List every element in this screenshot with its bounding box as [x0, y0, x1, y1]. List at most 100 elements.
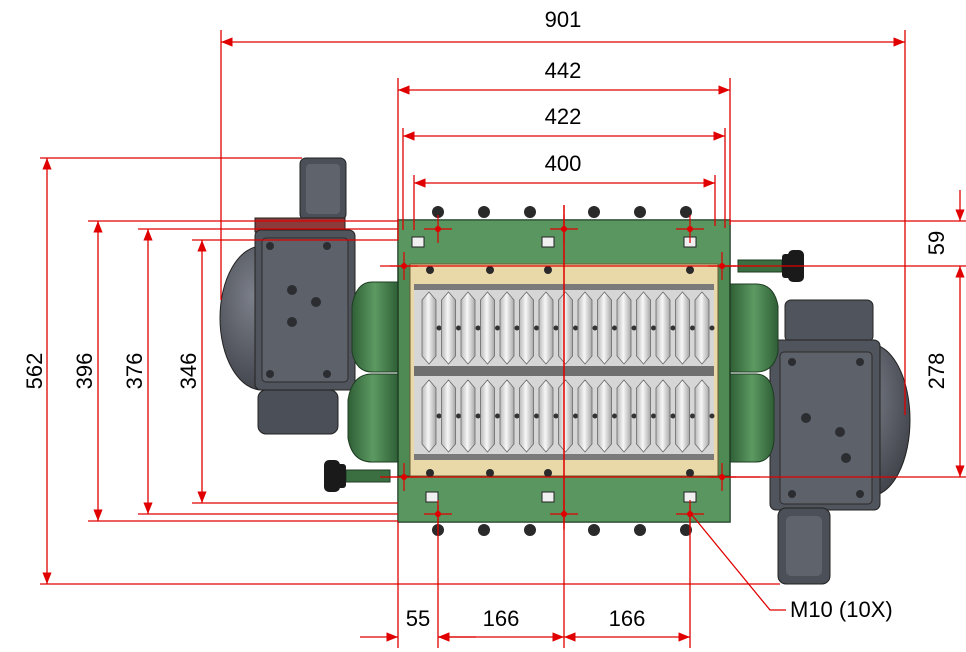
bolt-head	[634, 524, 646, 536]
spacer-dot	[573, 325, 578, 331]
cutter-blade	[460, 379, 476, 453]
dim-inner-width-2: 400	[545, 151, 582, 176]
right-bearings	[729, 283, 779, 463]
spacer-dot	[553, 325, 559, 331]
spacer-dot	[631, 325, 637, 331]
chamber-bolt	[426, 469, 434, 477]
bolt-head	[634, 206, 646, 218]
chamber-bolt	[486, 266, 494, 274]
cutter-blade	[675, 379, 690, 453]
cutter-blade	[636, 291, 651, 365]
cutter-blade	[538, 291, 554, 365]
spacer-dot	[495, 325, 500, 331]
bolt-head	[680, 524, 692, 536]
spacer-dot	[456, 325, 461, 331]
cutter-blade	[577, 291, 593, 365]
chamber-bolt	[544, 469, 552, 477]
spacer-dot	[592, 325, 598, 331]
cutter-blade	[480, 379, 495, 453]
cutter-blade	[694, 291, 710, 365]
spacer-dot	[436, 325, 442, 331]
cutter-blade	[538, 379, 554, 453]
hole-center	[401, 474, 407, 480]
cutter-blade	[655, 379, 671, 453]
spacer-dot	[709, 325, 715, 331]
right-motor	[769, 299, 911, 585]
spacer-dot	[612, 413, 617, 419]
dimension-labels: 901 442 422 400 55 166 166 M10 (10X) 562…	[22, 7, 949, 631]
cutter-blade	[558, 379, 573, 453]
left-motor	[219, 157, 356, 435]
spacer-dot	[670, 325, 676, 331]
hole-center	[435, 226, 441, 232]
chamber-bolt	[426, 266, 434, 274]
cutter-blade	[675, 291, 690, 365]
bolt-head	[478, 206, 490, 218]
cutter-blade	[636, 379, 651, 453]
spacer-dot	[651, 413, 656, 419]
chamber-bolt	[686, 266, 694, 274]
hole-center	[719, 474, 725, 480]
knob-left	[324, 460, 391, 492]
bolt-head	[478, 524, 490, 536]
bolt-callout-label: M10 (10X)	[790, 597, 893, 622]
cutter-blade	[519, 379, 534, 453]
bolt-head	[432, 206, 444, 218]
cutter-blade	[616, 379, 632, 453]
chamber-bolt	[686, 469, 694, 477]
spacer-dot	[475, 325, 481, 331]
cutter-blade	[558, 291, 573, 365]
cutter-blade	[421, 379, 437, 453]
bolt-slot	[425, 491, 439, 503]
hole-center	[719, 263, 725, 269]
bolt-hole-markers	[390, 215, 736, 528]
dim-offset-59: 59	[924, 231, 949, 255]
dim-overall-height: 562	[22, 353, 47, 390]
spacer-dot	[514, 325, 520, 331]
spacer-dot	[514, 413, 520, 419]
left-bearings	[347, 281, 399, 463]
spacer-dot	[709, 413, 715, 419]
cutter-blade	[480, 291, 495, 365]
bolt-head	[524, 524, 536, 536]
cutter-blade	[597, 291, 612, 365]
dim-height-346: 346	[176, 353, 201, 390]
cutter-blade	[616, 291, 632, 365]
cutter-blade	[441, 291, 456, 365]
spacer-dot	[651, 325, 656, 331]
spacer-dot	[534, 325, 539, 331]
bolt-slot	[541, 491, 555, 503]
blade-set	[421, 291, 715, 453]
dim-height-396: 396	[72, 353, 97, 390]
spacer-dot	[592, 413, 598, 419]
bolt-set	[411, 206, 697, 536]
dim-inner-width-1: 422	[545, 104, 582, 129]
hole-center	[401, 263, 407, 269]
spacer-dot	[612, 325, 617, 331]
hole-center	[561, 226, 567, 232]
cutter-blade	[499, 379, 515, 453]
dim-housing-width: 442	[545, 58, 582, 83]
spacer-dot	[553, 413, 559, 419]
spacer-dot	[475, 413, 481, 419]
dim-height-376: 376	[122, 353, 147, 390]
cutter-blade	[577, 379, 593, 453]
machine	[219, 157, 911, 585]
dim-pitch-2: 166	[609, 606, 646, 631]
cutter-blade	[655, 291, 671, 365]
spacer-dot	[495, 413, 500, 419]
cutter-blade	[694, 379, 710, 453]
hole-center	[687, 511, 693, 517]
spacer-dot	[631, 413, 637, 419]
spacer-dot	[573, 413, 578, 419]
spacer-dot	[436, 413, 442, 419]
hole-center	[435, 511, 441, 517]
dim-edge-55: 55	[406, 606, 430, 631]
spacer-dot	[690, 325, 695, 331]
bolt-slot	[411, 236, 425, 248]
hole-center	[561, 511, 567, 517]
dim-overall-width: 901	[545, 7, 582, 32]
hole-center	[687, 226, 693, 232]
cutter-blade	[499, 291, 515, 365]
bolt-head	[680, 206, 692, 218]
